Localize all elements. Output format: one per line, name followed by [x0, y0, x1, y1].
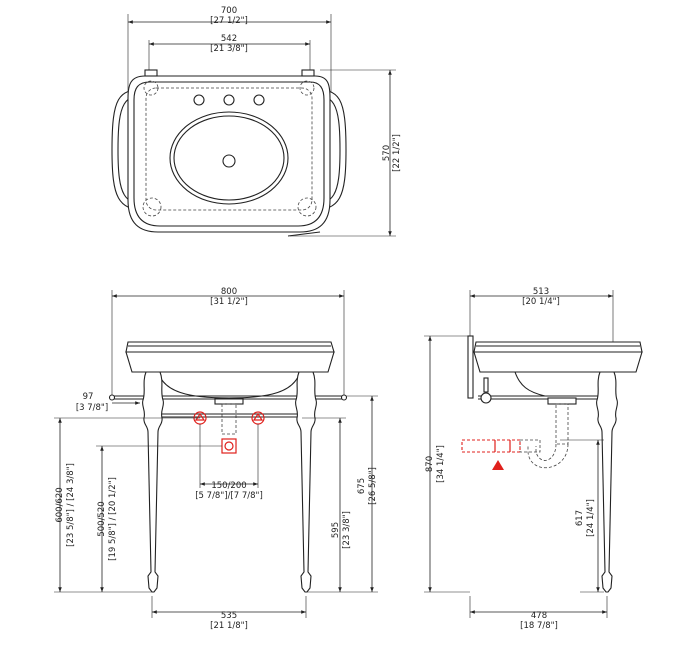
dim-side-height: 870 — [425, 456, 435, 472]
side-basin-rim — [473, 341, 643, 353]
side-view: 513 [20 1/4"] 870 [34 1/4"] — [424, 287, 643, 631]
dim-side-trap: 617 — [575, 510, 585, 526]
front-leg-left — [142, 371, 164, 593]
side-supply-marker — [492, 460, 504, 470]
front-basin-rim — [125, 341, 335, 353]
dim-side-height-in: [34 1/4"] — [436, 445, 446, 483]
dim-front-rail-h-in: [23 3/8"] — [342, 511, 352, 549]
dim-front-supply-h: 600/620 — [55, 487, 65, 522]
waste-marker — [221, 438, 237, 454]
dim-front-legs: 535 — [221, 611, 237, 621]
dim-top-depth-in: [22 1/2"] — [392, 134, 402, 172]
dim-front-width: 800 — [221, 287, 237, 297]
dim-front-drain-h-in: [19 5/8"] / [20 1/2"] — [108, 477, 118, 561]
dim-front-top-h: 675 — [357, 478, 367, 494]
dim-side-trap-in: [24 1/4"] — [586, 499, 596, 537]
dim-front-legs-in: [21 1/8"] — [210, 621, 248, 631]
dim-side-width: 513 — [533, 287, 549, 297]
top-view: 700 [27 1/2"] 542 [21 3/8"] 570 [22 1/2"… — [111, 6, 402, 237]
dim-front-supply-h-in: [23 5/8"] / [24 3/8"] — [66, 463, 76, 547]
front-view: 800 [31 1/2"] 97 [3 7/8"] — [54, 287, 378, 631]
dim-front-width-in: [31 1/2"] — [210, 297, 248, 307]
dim-front-rail: 97 — [83, 392, 94, 402]
side-leg — [596, 371, 618, 593]
dim-side-legs-in: [18 7/8"] — [520, 621, 558, 631]
towel-rail-right — [311, 89, 347, 211]
dim-top-width: 700 — [221, 6, 237, 16]
drain-hole — [222, 154, 236, 168]
side-waste-pipe — [461, 439, 521, 453]
dim-top-inner: 542 — [221, 34, 237, 44]
dim-top-inner-in: [21 3/8"] — [210, 44, 248, 54]
dim-front-centers-in: [5 7/8"]/[7 7/8"] — [195, 491, 263, 501]
dim-front-rail-h: 595 — [331, 522, 341, 538]
tap-hole-right — [253, 94, 265, 106]
dim-side-legs: 478 — [531, 611, 547, 621]
dim-front-drain-h: 500/520 — [97, 501, 107, 536]
towel-rail-left — [111, 89, 147, 211]
dim-front-rail-in: [3 7/8"] — [76, 403, 108, 413]
tap-hole-left — [193, 94, 205, 106]
tap-hole-center — [223, 94, 235, 106]
front-leg-right — [295, 371, 317, 593]
dim-front-top-h-in: [26 5/8"] — [368, 467, 378, 505]
dim-side-width-in: [20 1/4"] — [522, 297, 560, 307]
dim-top-depth: 570 — [382, 145, 392, 161]
dim-top-width-in: [27 1/2"] — [210, 16, 248, 26]
dim-front-centers: 150/200 — [211, 481, 246, 491]
hidden-frame — [145, 87, 313, 211]
